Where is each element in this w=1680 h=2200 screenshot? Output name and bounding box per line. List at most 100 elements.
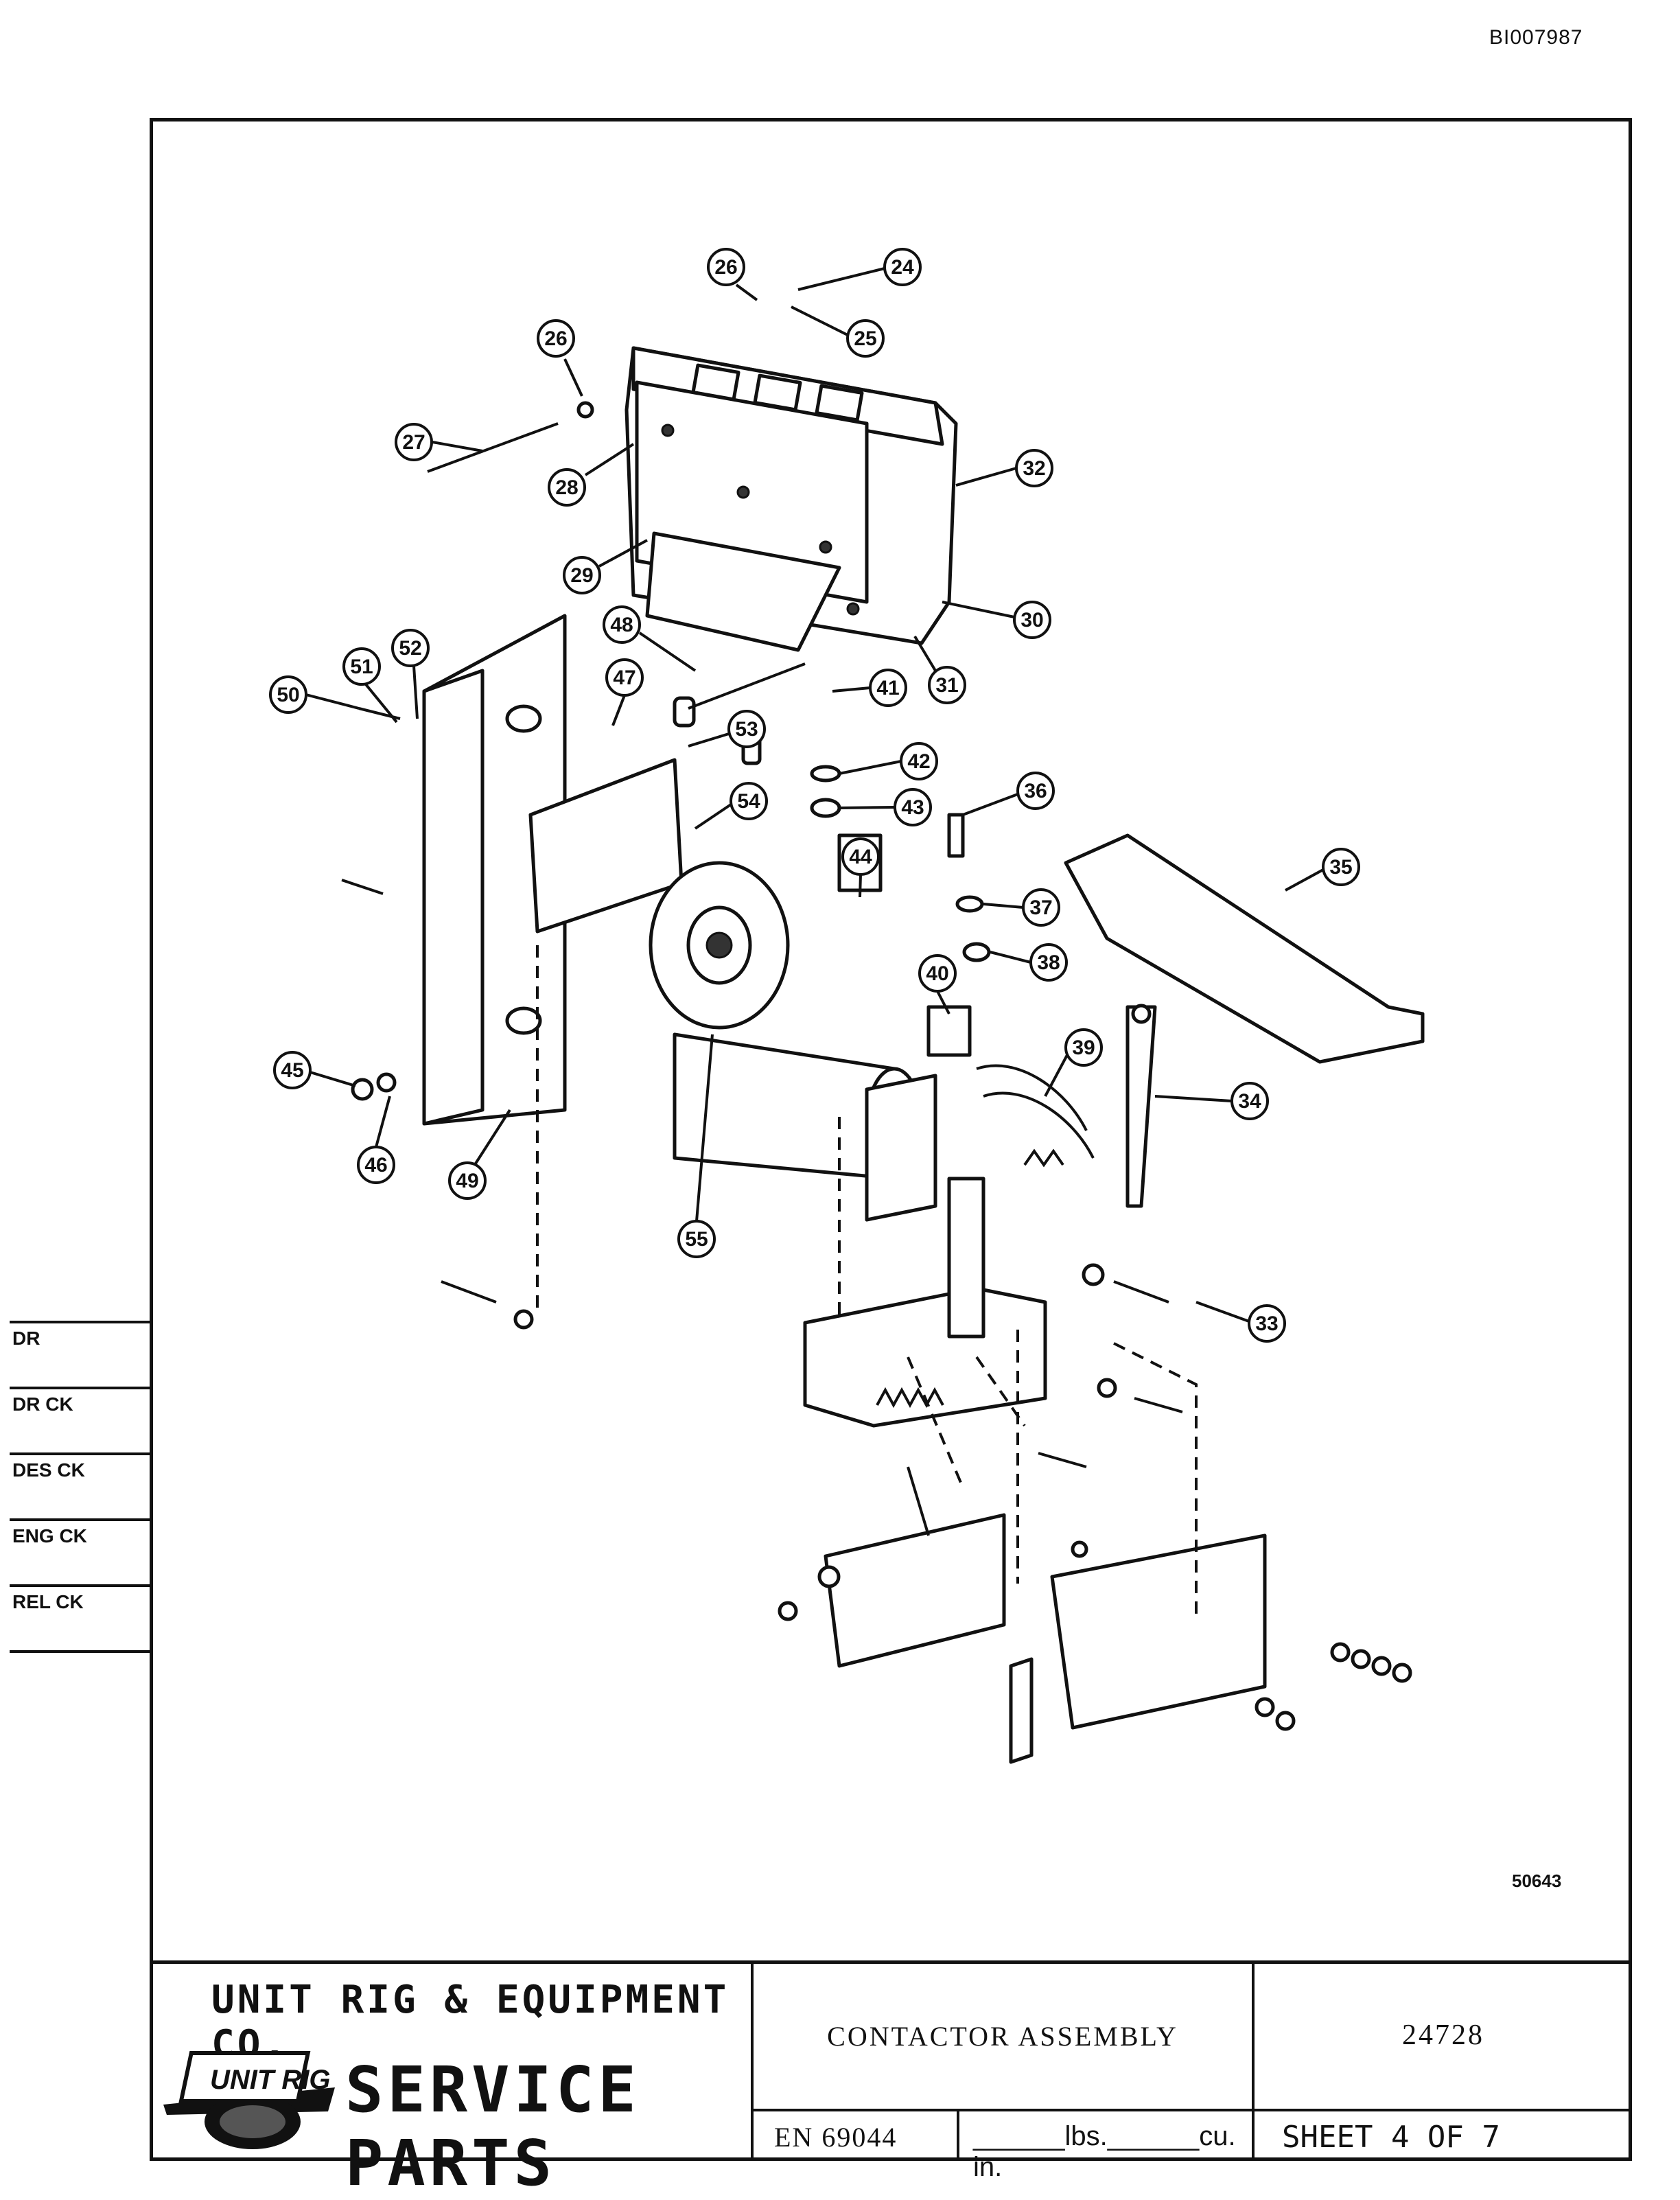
check-row-dr-ck: DR CK: [10, 1387, 151, 1452]
callout-circle: [727, 710, 766, 748]
drawing-number: 50643: [1512, 1871, 1561, 1891]
callout-38: 38: [1029, 943, 1068, 982]
check-label: DR CK: [12, 1393, 73, 1415]
callout-label: 52: [399, 637, 421, 660]
callout-51: 51: [342, 647, 381, 686]
check-label: DES CK: [12, 1459, 85, 1481]
callout-circle: [1248, 1304, 1286, 1343]
callout-34: 34: [1230, 1082, 1269, 1120]
callout-label: 50: [277, 684, 299, 706]
callout-label: 27: [402, 431, 425, 454]
callout-circle: [846, 319, 885, 358]
callout-label: 33: [1255, 1312, 1278, 1335]
callout-label: 29: [570, 564, 593, 587]
callout-label: 31: [935, 674, 958, 697]
callout-53: 53: [727, 710, 766, 748]
title-block: UNIT RIG & EQUIPMENT CO. UNIT RIG SERVIC…: [150, 1960, 1632, 2200]
callout-49: 49: [448, 1161, 487, 1200]
callout-circle: [841, 837, 880, 876]
exploded-parts-diagram: 2425262627282930313233343536373839404142…: [269, 248, 1561, 1891]
callout-circle: [1064, 1028, 1103, 1067]
callout-circle: [603, 605, 641, 644]
callout-40: 40: [918, 954, 957, 993]
callout-45: 45: [273, 1051, 312, 1089]
callout-label: 41: [876, 677, 899, 699]
callout-circle: [894, 788, 932, 826]
logo-text: UNIT RIG: [210, 2065, 331, 2095]
callout-circle: [563, 556, 601, 594]
weight-field: ______lbs.______cu. in.: [973, 2121, 1236, 2182]
callout-circle: [883, 248, 922, 286]
unit-rig-logo: UNIT RIG: [163, 2051, 335, 2149]
callout-circle: [1322, 848, 1360, 886]
sheet-cell: SHEET 4 OF 7: [1255, 2111, 1632, 2161]
company-cell: UNIT RIG & EQUIPMENT CO. UNIT RIG SERVIC…: [150, 1964, 754, 2200]
callout-label: 26: [714, 256, 737, 279]
callout-label: 48: [610, 614, 633, 636]
callout-circle: [1230, 1082, 1269, 1120]
check-label: DR: [12, 1328, 40, 1349]
en-number: EN 69044: [774, 2122, 898, 2153]
callout-33: 33: [1248, 1304, 1286, 1343]
callout-48: 48: [603, 605, 641, 644]
callout-label: 53: [735, 718, 758, 741]
callout-circle: [869, 669, 907, 707]
callout-28: 28: [548, 468, 586, 507]
callout-circle: [1015, 449, 1053, 487]
callout-label: 24: [891, 256, 914, 279]
drawing-frame: [150, 118, 1632, 2161]
callout-32: 32: [1015, 449, 1053, 487]
callout-39: 39: [1064, 1028, 1103, 1067]
callout-circle: [1022, 888, 1060, 927]
callout-circle: [677, 1220, 716, 1258]
diagram-artwork: [305, 267, 1425, 1764]
callout-circle: [537, 319, 575, 358]
callout-label: 49: [456, 1170, 478, 1192]
callout-label: 44: [849, 846, 872, 868]
callout-label: 32: [1023, 457, 1045, 480]
callout-label: 40: [926, 962, 948, 985]
callout-circle: [357, 1146, 395, 1184]
callout-circle: [707, 248, 745, 286]
callout-26: 26: [537, 319, 575, 358]
callout-label: 36: [1024, 780, 1047, 802]
document-id: BI007987: [1489, 26, 1583, 49]
part-number: 24728: [1402, 2019, 1484, 2051]
callout-55: 55: [677, 1220, 716, 1258]
callout-label: 35: [1329, 856, 1352, 879]
callout-circle: [342, 647, 381, 686]
callout-54: 54: [730, 782, 768, 820]
callout-label: 38: [1037, 951, 1060, 974]
check-row-eng-ck: ENG CK: [10, 1518, 151, 1584]
callout-41: 41: [869, 669, 907, 707]
callout-label: 39: [1072, 1037, 1095, 1059]
callout-27: 27: [395, 423, 433, 461]
callout-label: 26: [544, 327, 567, 350]
callout-layer: 2425262627282930313233343536373839404142…: [269, 248, 1360, 1343]
callout-35: 35: [1322, 848, 1360, 886]
callout-43: 43: [894, 788, 932, 826]
callout-47: 47: [605, 658, 644, 697]
callout-label: 30: [1020, 609, 1043, 632]
check-label: REL CK: [12, 1591, 84, 1612]
callout-circle: [1013, 601, 1051, 639]
callout-42: 42: [900, 742, 938, 780]
callout-label: 42: [907, 750, 930, 773]
callout-26: 26: [707, 248, 745, 286]
callout-circle: [730, 782, 768, 820]
assembly-title: CONTACTOR ASSEMBLY: [827, 2021, 1178, 2052]
callout-circle: [391, 629, 430, 667]
callout-44: 44: [841, 837, 880, 876]
service-parts-heading: SERVICE PARTS: [345, 2053, 640, 2200]
callout-circle: [273, 1051, 312, 1089]
check-row-dr: DR: [10, 1321, 151, 1387]
callout-circle: [928, 666, 966, 704]
callout-label: 54: [737, 790, 760, 813]
callout-label: 25: [854, 327, 876, 350]
callout-25: 25: [846, 319, 885, 358]
callout-circle: [269, 675, 307, 714]
callout-label: 45: [281, 1059, 303, 1082]
callout-circle: [918, 954, 957, 993]
callout-label: 43: [901, 796, 924, 819]
part-number-cell: 24728: [1255, 1964, 1632, 2111]
